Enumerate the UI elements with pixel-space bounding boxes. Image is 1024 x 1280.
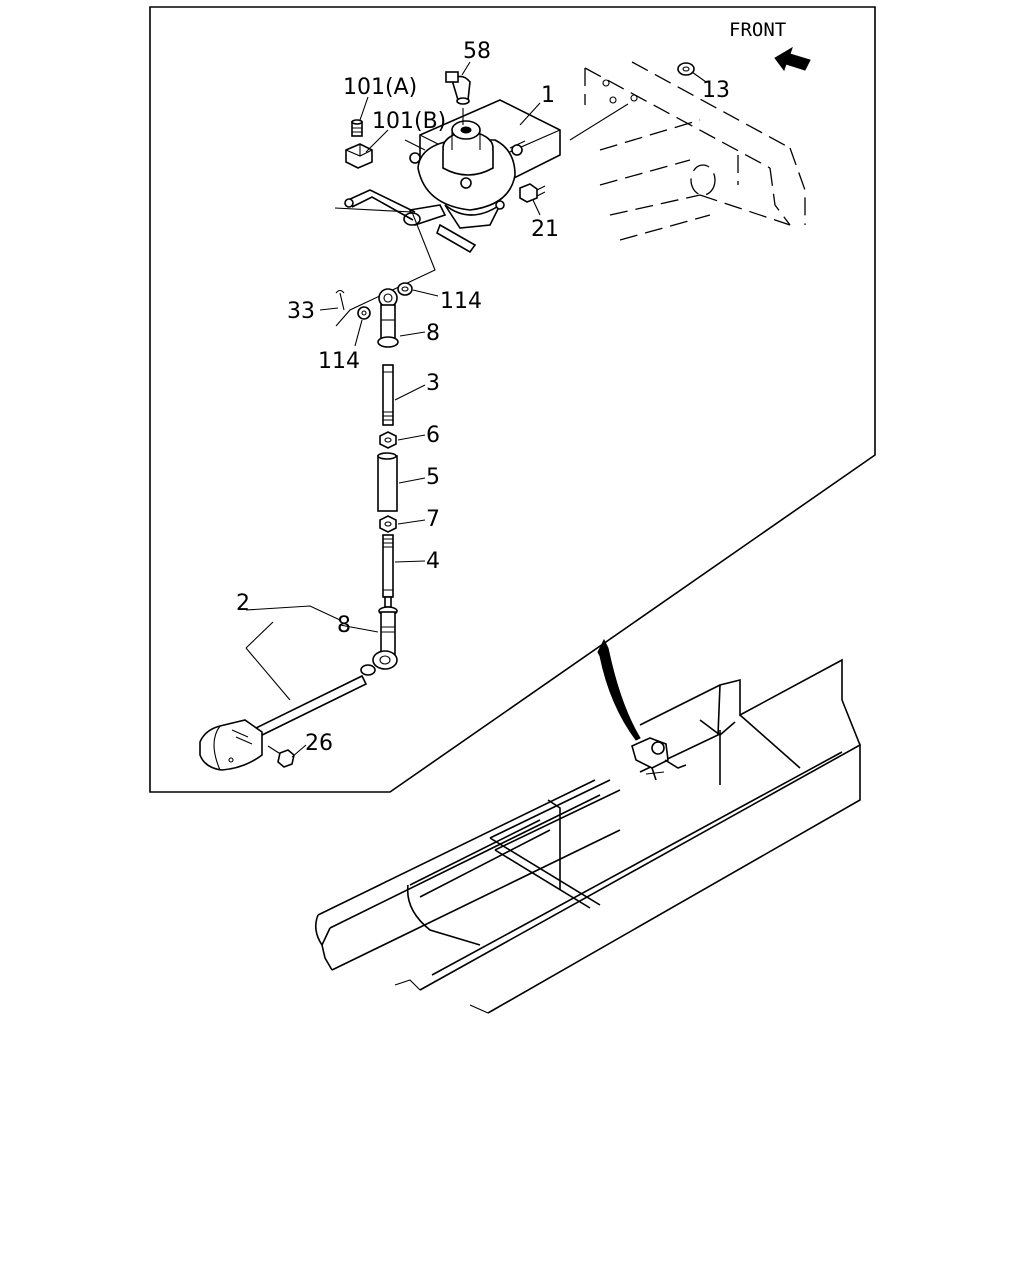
detail-pointer-arrow-icon — [597, 638, 641, 741]
callout-33: 33 — [287, 299, 315, 324]
callout-6: 6 — [426, 423, 440, 448]
callout-labels: 58 101(A) 101(B) 1 13 21 33 114 114 8 3 … — [236, 39, 730, 756]
callout-101b: 101(B) — [372, 109, 446, 134]
frame-rail-detail — [569, 61, 806, 241]
front-arrow-icon — [774, 46, 811, 72]
cotter-pin-33 — [335, 289, 345, 311]
callout-114-upper: 114 — [440, 289, 482, 314]
elbow-fitting-58 — [445, 71, 471, 125]
rod-end-8-lower — [372, 606, 398, 670]
callout-114-lower: 114 — [318, 349, 360, 374]
nut-6 — [379, 431, 397, 449]
sleeve-5 — [377, 452, 398, 512]
callout-1: 1 — [541, 83, 555, 108]
callout-7: 7 — [426, 507, 440, 532]
chassis-overview — [314, 658, 861, 1014]
threaded-rod-4 — [382, 534, 394, 608]
lever-arm-2 — [199, 605, 376, 771]
callout-8-lower: 8 — [337, 613, 351, 638]
callout-8-upper: 8 — [426, 321, 440, 346]
nut-13 — [677, 62, 695, 76]
chassis-valve-mini — [631, 737, 687, 781]
callout-5: 5 — [426, 465, 440, 490]
rod-end-8-upper — [377, 288, 399, 348]
detail-frame — [149, 6, 876, 793]
callout-101a: 101(A) — [343, 75, 417, 100]
washer-114-upper — [397, 282, 413, 296]
nut-7 — [379, 515, 397, 533]
bolt-21 — [519, 183, 546, 203]
callout-58: 58 — [463, 39, 491, 64]
callout-2: 2 — [236, 591, 250, 616]
front-label: FRONT — [729, 19, 786, 41]
fitting-101a — [351, 119, 363, 137]
bolt-26 — [267, 745, 295, 768]
load-sensing-valve-assembly — [403, 99, 561, 254]
threaded-rod-3 — [382, 364, 394, 426]
callout-3: 3 — [426, 371, 440, 396]
callout-26: 26 — [305, 731, 333, 756]
callout-4: 4 — [426, 549, 440, 574]
callout-21: 21 — [531, 217, 559, 242]
leader-lines — [291, 61, 707, 758]
pipe-line — [344, 189, 416, 221]
fitting-101b — [345, 143, 373, 169]
callout-bracket-lower — [334, 207, 436, 327]
callout-13: 13 — [702, 78, 730, 103]
washer-114-lower — [357, 306, 371, 320]
